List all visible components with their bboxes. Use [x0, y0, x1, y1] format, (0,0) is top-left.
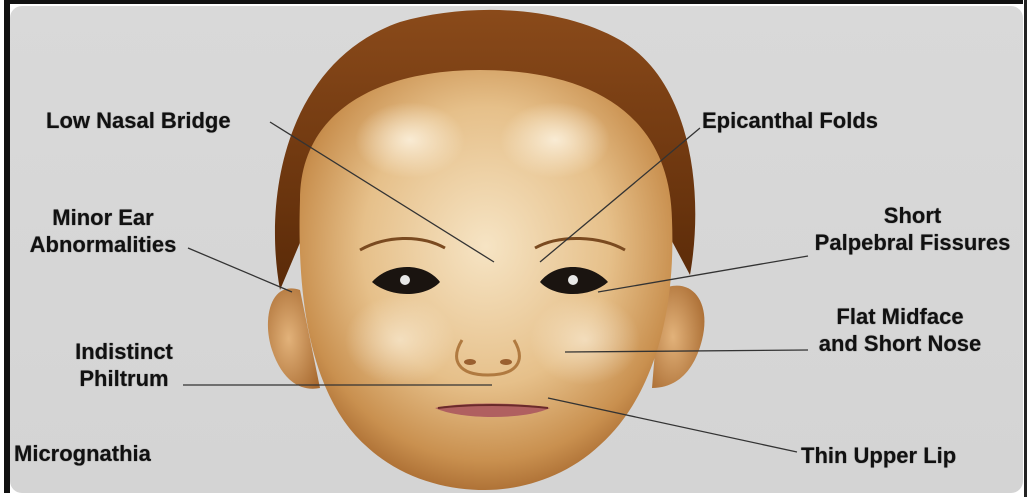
label-minor-ear-line1: Minor Ear	[8, 204, 198, 231]
label-epicanthal-folds: Epicanthal Folds	[702, 107, 878, 134]
label-flat-midface-line2: and Short Nose	[800, 330, 1000, 357]
label-indistinct-philtrum: Indistinct Philtrum	[54, 338, 194, 392]
frame-top-edge	[4, 0, 1023, 4]
label-short-palpebral-fissures: Short Palpebral Fissures	[800, 202, 1025, 256]
label-short-pf-line1: Short	[800, 202, 1025, 229]
label-minor-ear-abnormalities: Minor Ear Abnormalities	[8, 204, 198, 258]
label-minor-ear-line2: Abnormalities	[8, 231, 198, 258]
label-micrognathia: Micrognathia	[14, 440, 151, 467]
label-flat-midface-line1: Flat Midface	[800, 303, 1000, 330]
face	[300, 70, 673, 490]
label-indistinct-line1: Indistinct	[54, 338, 194, 365]
label-short-pf-line2: Palpebral Fissures	[800, 229, 1025, 256]
label-low-nasal-bridge: Low Nasal Bridge	[46, 107, 231, 134]
label-thin-upper-lip: Thin Upper Lip	[801, 442, 956, 469]
label-flat-midface-short-nose: Flat Midface and Short Nose	[800, 303, 1000, 357]
label-indistinct-line2: Philtrum	[54, 365, 194, 392]
